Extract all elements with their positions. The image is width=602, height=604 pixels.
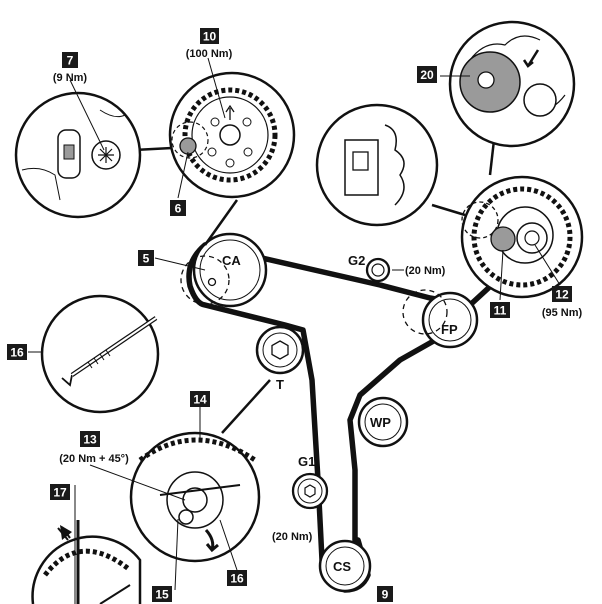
camshaft-sprocket: CA [180, 232, 268, 308]
callout-torque: (9 Nm) [53, 72, 88, 84]
callout-torque: (95 Nm) [542, 307, 583, 319]
callout-7: 7 (9 Nm) [53, 52, 88, 84]
guide-pulley-g2: G2 (20 Nm) [348, 253, 446, 283]
fuel-pump-sprocket: FP [402, 289, 479, 349]
callout-number: 20 [420, 68, 434, 82]
callout-number: 16 [230, 572, 244, 586]
detail-camshaft-gear [168, 71, 296, 246]
detail-tensioner [129, 379, 271, 563]
callout-torque: (20 Nm + 45°) [59, 453, 129, 465]
locking-pin-icon [490, 226, 516, 252]
callout-number: 10 [203, 30, 217, 44]
water-pump-pulley: WP [357, 396, 409, 448]
torque-g1: (20 Nm) [272, 531, 313, 543]
callout-16-tensioner: 16 [227, 570, 247, 586]
pulley-label-ca: CA [222, 253, 241, 268]
callout-20: 20 [417, 66, 437, 83]
callout-number: 16 [10, 346, 24, 360]
tensioner-pulley: T [255, 325, 305, 392]
callout-16-tool: 16 [7, 344, 27, 360]
alignment-arrow-icon [522, 49, 540, 68]
detail-injection-pump-mark [448, 20, 576, 176]
callout-number: 7 [67, 54, 74, 68]
callout-number: 5 [143, 252, 150, 266]
crankshaft-sprocket: CS [318, 539, 372, 593]
callout-13: 13 (20 Nm + 45°) [59, 431, 129, 465]
callout-number: 15 [155, 588, 169, 602]
pulley-label-wp: WP [370, 415, 391, 430]
pulley-label-g1: G1 [298, 454, 315, 469]
alignment-arrow-icon [225, 104, 235, 120]
pulley-label-cs: CS [333, 559, 351, 574]
callout-14: 14 [190, 391, 210, 407]
torque-g2: (20 Nm) [405, 265, 446, 277]
hex-bolt-icon [271, 340, 289, 360]
callout-15: 15 [152, 586, 172, 602]
locking-pin-icon [179, 137, 197, 155]
callout-number: 17 [53, 486, 67, 500]
rotation-arrow-icon [60, 525, 72, 540]
detail-tensioner-adjust [31, 520, 142, 604]
callout-number: 9 [382, 588, 389, 602]
pulley-label-g2: G2 [348, 253, 365, 268]
fuel-pump-gear [460, 175, 584, 299]
callout-number: 12 [555, 288, 569, 302]
callout-12: 12 (95 Nm) [542, 286, 583, 319]
hex-bolt-icon [304, 484, 316, 498]
callout-9: 9 [377, 586, 393, 602]
guide-pulley-g1: G1 (20 Nm) [272, 454, 329, 543]
callout-number: 11 [494, 304, 507, 318]
detail-locking-tool [40, 294, 160, 414]
callout-17: 17 [50, 484, 70, 500]
pulley-label-t: T [276, 377, 284, 392]
pulley-label-fp: FP [441, 322, 458, 337]
callout-number: 14 [193, 393, 207, 407]
callout-6: 6 [170, 200, 186, 216]
detail-pump-hub-profile [315, 103, 466, 227]
callout-5: 5 [138, 250, 154, 266]
timing-belt [186, 242, 498, 593]
detail-locking-bolt [14, 91, 173, 219]
callout-number: 13 [83, 433, 97, 447]
callout-11: 11 [490, 302, 510, 318]
rotation-arrow-icon [204, 528, 219, 553]
leader-lines [28, 57, 561, 604]
callout-number: 6 [175, 202, 182, 216]
callout-torque: (100 Nm) [186, 48, 233, 60]
callout-10: 10 (100 Nm) [186, 28, 233, 60]
